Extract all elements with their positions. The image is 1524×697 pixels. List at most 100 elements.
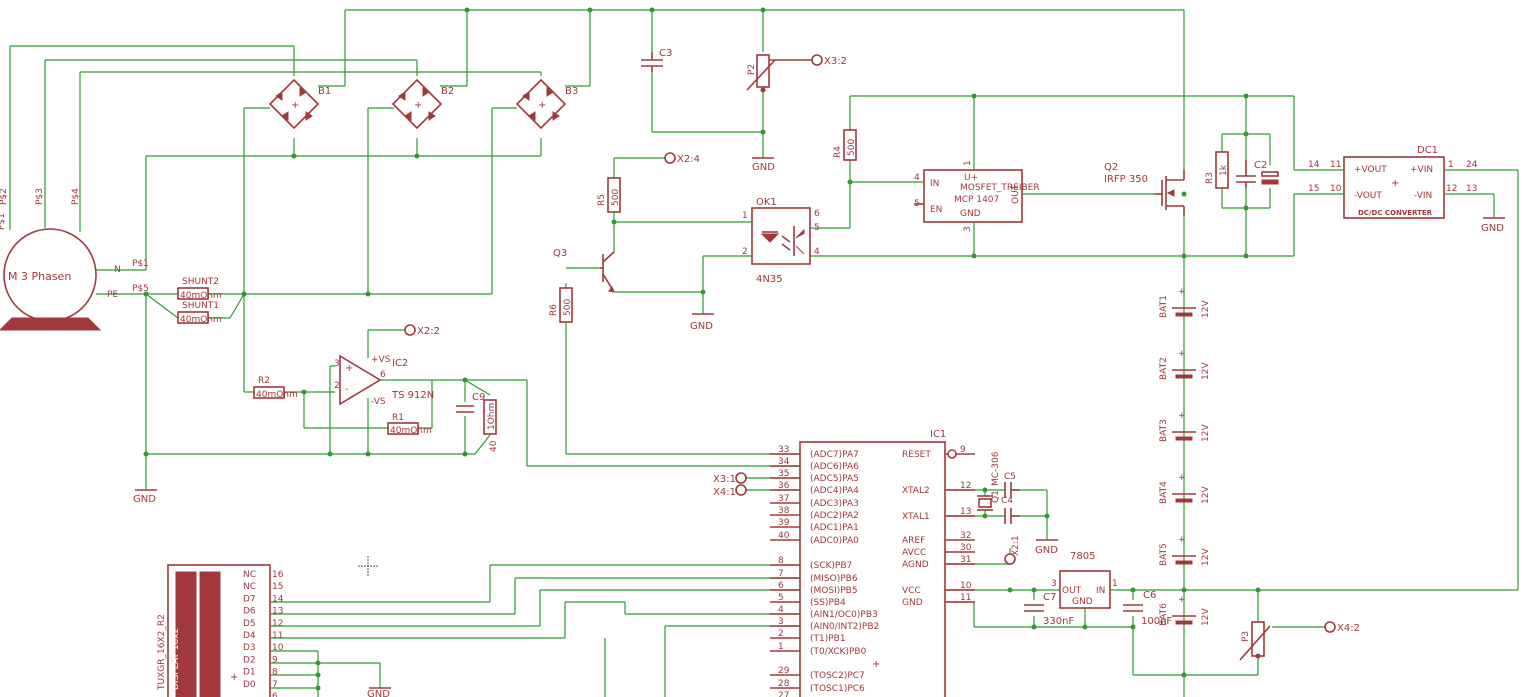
pad-reset [947,449,957,459]
svg-text:R2: R2 [258,376,270,386]
svg-text:C5: C5 [1004,472,1016,482]
mcu-pin-label: (TOSC2)PC7 [810,671,865,681]
svg-text:3: 3 [1051,579,1057,589]
svg-text:3: 3 [334,359,340,369]
mcu-pin-number: 1 [778,642,784,652]
opamp-ic2: + - +VS -VS IC2 TS 912N 3 2 6 [334,354,434,407]
mcu-pin-label: (SCK)PB7 [810,561,852,571]
svg-text:BAT2: BAT2 [1159,357,1169,380]
bridge-b3-label: B3 [565,86,578,97]
svg-text:GND: GND [133,494,156,505]
microcontroller-ic1: IC1 + 33(ADC7)PA734(ADC6)PA635(ADC5)PA53… [770,429,975,697]
display-pin-label: D2 [243,655,256,665]
mcu-pin-number: 7 [778,569,784,579]
mcu-pin-label: VCC [902,586,921,596]
svg-text:330nF: 330nF [1043,616,1074,627]
display-pin-number: 13 [272,607,283,617]
svg-text:6: 6 [380,370,386,380]
motor-pe: PE [107,290,118,300]
shunt1-value: 40mOhm [180,315,222,325]
mcu-pin-label: RESET [902,450,931,460]
motor-pin-5: P$5 [132,284,149,294]
display-pin-number: 8 [272,668,278,678]
mcu-pin-label: (ADC0)PA0 [810,536,859,546]
svg-text:GND: GND [1035,545,1058,556]
svg-text:OUT: OUT [1062,586,1082,596]
potentiometer-p2: P2 [746,54,812,93]
regulator-7805: OUT IN GND 7805 3 1 [1051,551,1118,609]
mcu-pin-number: 35 [778,469,789,479]
display-pin-number: 7 [272,680,278,690]
display-pin-number: 15 [272,582,283,592]
gnd-symbol-q3: GND [690,313,714,332]
lcd-display: + TUXGR_16X2_R2 DISPLAY 16x2 16NC15NC14D… [157,564,284,697]
battery-bat2: BAT2 12V + [1159,349,1211,380]
svg-text:100nF: 100nF [1141,616,1172,627]
display-part: DISPLAY 16x2 [171,628,181,690]
shunt2-value: 40mOhm [180,291,222,301]
svg-text:R5: R5 [597,194,607,206]
resistor-r5: R5 500 [597,177,621,213]
mcu-pin-number: 27 [778,691,789,697]
display-pin-number: 16 [272,570,284,580]
svg-text:12V: 12V [1201,486,1211,504]
svg-text:X2:1: X2:1 [1011,535,1021,556]
capacitor-c3: C3 [641,48,672,72]
display-pin-label: D6 [243,607,256,617]
svg-text:-: - [345,384,349,395]
display-pin-number: 9 [272,655,278,665]
junctions [143,7,1261,691]
pad-x2-4: X2:4 [664,152,700,165]
motor-pin-4: P$4 [71,188,81,205]
pad-x3-1: X3:1 [713,472,747,485]
svg-text:+: + [414,100,422,111]
capacitor-c5: C5 [1004,472,1020,498]
svg-text:Q1: Q1 [991,490,1001,503]
display-pin-number: 11 [272,631,283,641]
dc1-label: DC1 [1417,145,1438,156]
mcu-pin-number: 31 [960,555,971,565]
gnd-symbol-display: GND [367,687,391,697]
ic1-label: IC1 [930,429,946,440]
svg-text:14: 14 [1308,160,1320,170]
svg-text:1k: 1k [1219,164,1229,176]
mcu-pin-label: (ADC4)PA4 [810,486,859,496]
ic2-part: TS 912N [391,390,434,401]
svg-text:500: 500 [611,189,621,206]
svg-text:BAT6: BAT6 [1159,603,1169,626]
mcu-pin-label: XTAL2 [902,486,930,496]
svg-text:1Ohm: 1Ohm [487,403,497,430]
svg-text:+: + [1391,178,1399,189]
svg-text:C7: C7 [1043,592,1056,603]
mcu-pin-number: 32 [960,531,971,541]
driver-name: MOSFET_TREIBER [960,183,1040,193]
svg-text:+: + [1178,473,1186,483]
svg-text:500: 500 [563,299,573,316]
motor-label: M 3 Phasen [8,270,71,283]
mcu-pin-label: (MOSI)PB5 [810,586,858,596]
svg-text:40mOhm: 40mOhm [256,390,298,400]
mcu-pin-label: (SS)PB4 [810,598,846,608]
gnd-symbol-main: GND [133,489,157,505]
svg-text:40mOhm: 40mOhm [390,426,432,436]
svg-text:IN: IN [1096,586,1105,596]
mcu-pin-number: 40 [778,531,790,541]
mcu-pin-label: AVCC [902,548,926,558]
svg-text:5: 5 [814,223,820,233]
display-pin-label: NC [243,582,256,592]
bridge-b2: + B2 [391,78,454,130]
svg-text:+: + [1178,349,1186,359]
svg-text:MC-306: MC-306 [991,451,1001,486]
q2-label: Q2 [1104,162,1118,173]
mcu-pin-number: 8 [778,556,784,566]
capacitor-c6: C6 100nF [1123,590,1172,627]
mcu-pin-number: 9 [960,445,966,455]
svg-text:3: 3 [963,226,973,232]
svg-text:IN: IN [930,179,939,189]
svg-text:500: 500 [847,139,857,156]
svg-text:R6: R6 [549,304,559,316]
mcu-pin-number: 10 [960,581,972,591]
mcu-pin-number: 36 [778,481,790,491]
svg-text:C9: C9 [472,392,485,403]
ic2-label: IC2 [392,358,408,369]
